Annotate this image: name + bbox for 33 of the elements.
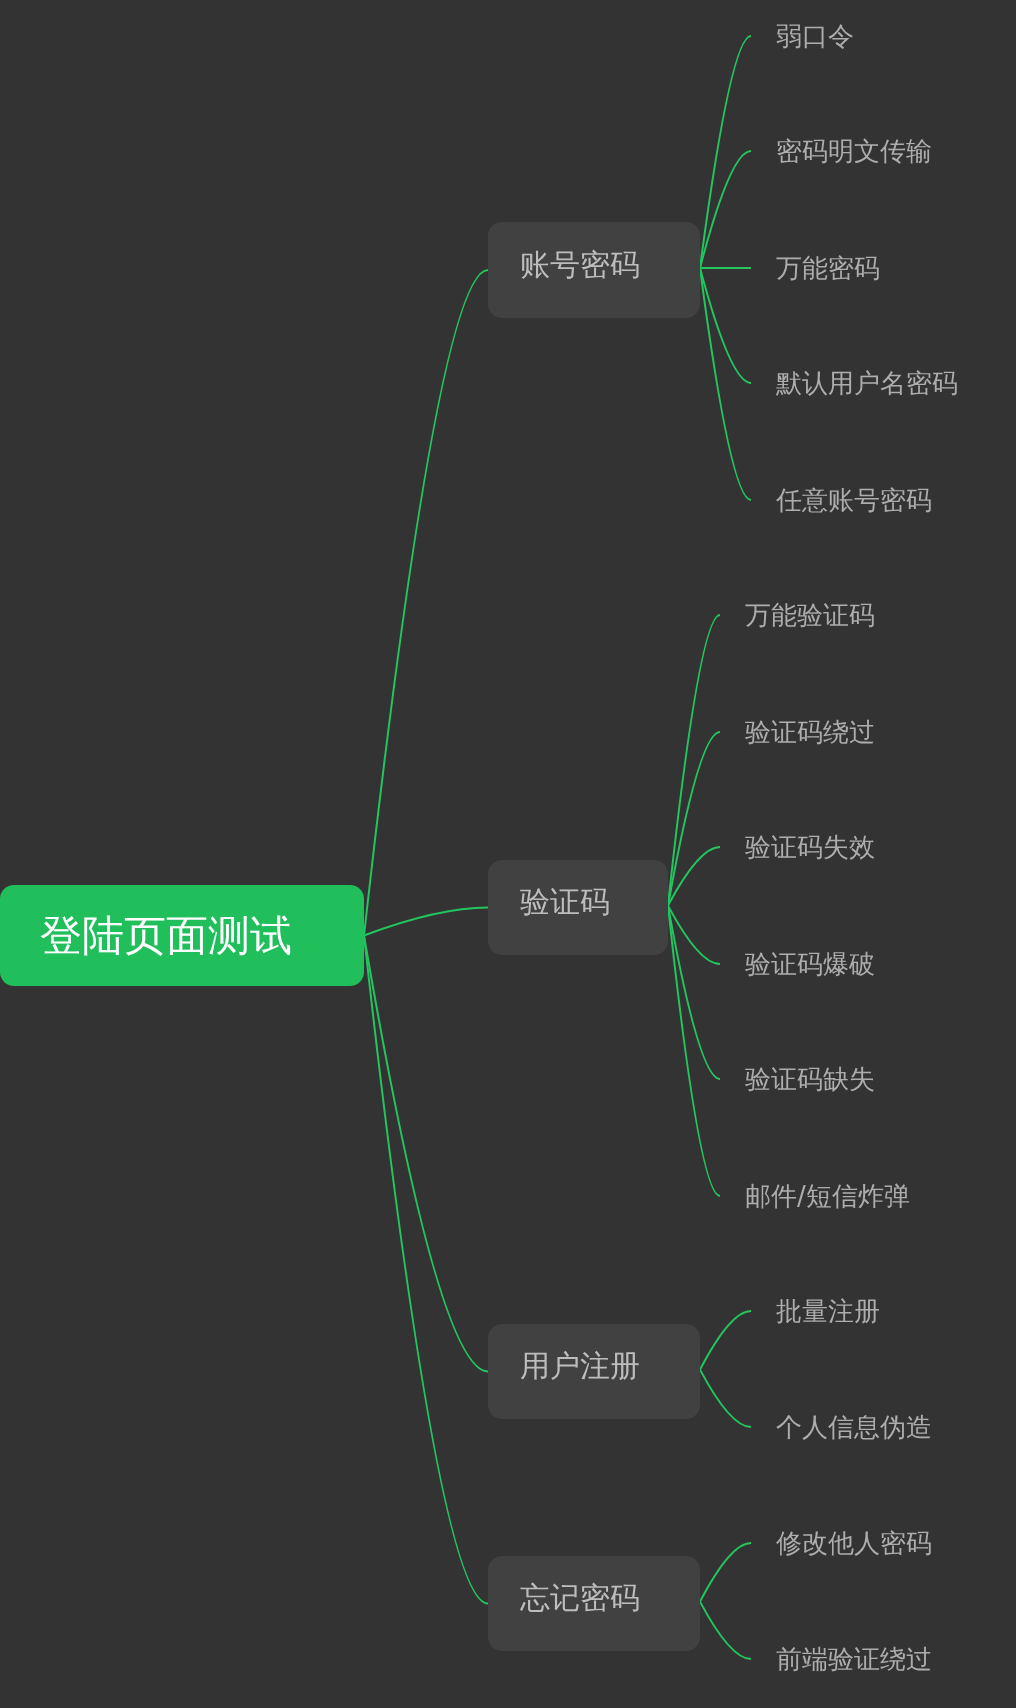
branch-line <box>699 1368 752 1428</box>
branch-line <box>699 1542 752 1603</box>
branch-line <box>699 1310 752 1371</box>
subtopic-label: 验证码绕过 <box>745 716 875 748</box>
branch-line <box>699 1600 752 1660</box>
subtopic-label: 个人信息伪造 <box>776 1411 932 1443</box>
branch-line <box>363 934 489 1605</box>
subtopic-label: 任意账号密码 <box>776 484 932 516</box>
subtopic-label: 验证码失效 <box>745 831 875 863</box>
subtopic-label: 批量注册 <box>776 1295 880 1327</box>
branch-line <box>667 904 721 965</box>
branch-line <box>699 267 752 384</box>
subtopic-label: 默认用户名密码 <box>776 367 958 399</box>
topic-box: 验证码 <box>488 860 668 955</box>
subtopic-label: 弱口令 <box>776 20 854 52</box>
branch-line <box>363 906 489 937</box>
topic-box: 用户注册 <box>488 1324 700 1419</box>
topic-box: 忘记密码 <box>488 1556 700 1651</box>
subtopic-label: 修改他人密码 <box>776 1527 932 1559</box>
branch-line <box>699 267 752 501</box>
subtopic-label: 密码明文传输 <box>776 135 932 167</box>
branch-line <box>363 269 489 937</box>
subtopic-label: 验证码缺失 <box>745 1063 875 1095</box>
branch-line <box>667 846 721 907</box>
subtopic-label: 邮件/短信炸弹 <box>745 1180 910 1212</box>
branch-line <box>699 267 752 270</box>
subtopic-label: 前端验证绕过 <box>776 1643 932 1675</box>
subtopic-label: 万能密码 <box>776 252 880 284</box>
subtopic-label: 万能验证码 <box>745 599 875 631</box>
subtopic-label: 验证码爆破 <box>745 948 875 980</box>
central-topic-box: 登陆页面测试 <box>0 885 364 986</box>
branch-line <box>699 150 752 270</box>
topic-box: 账号密码 <box>488 222 700 318</box>
